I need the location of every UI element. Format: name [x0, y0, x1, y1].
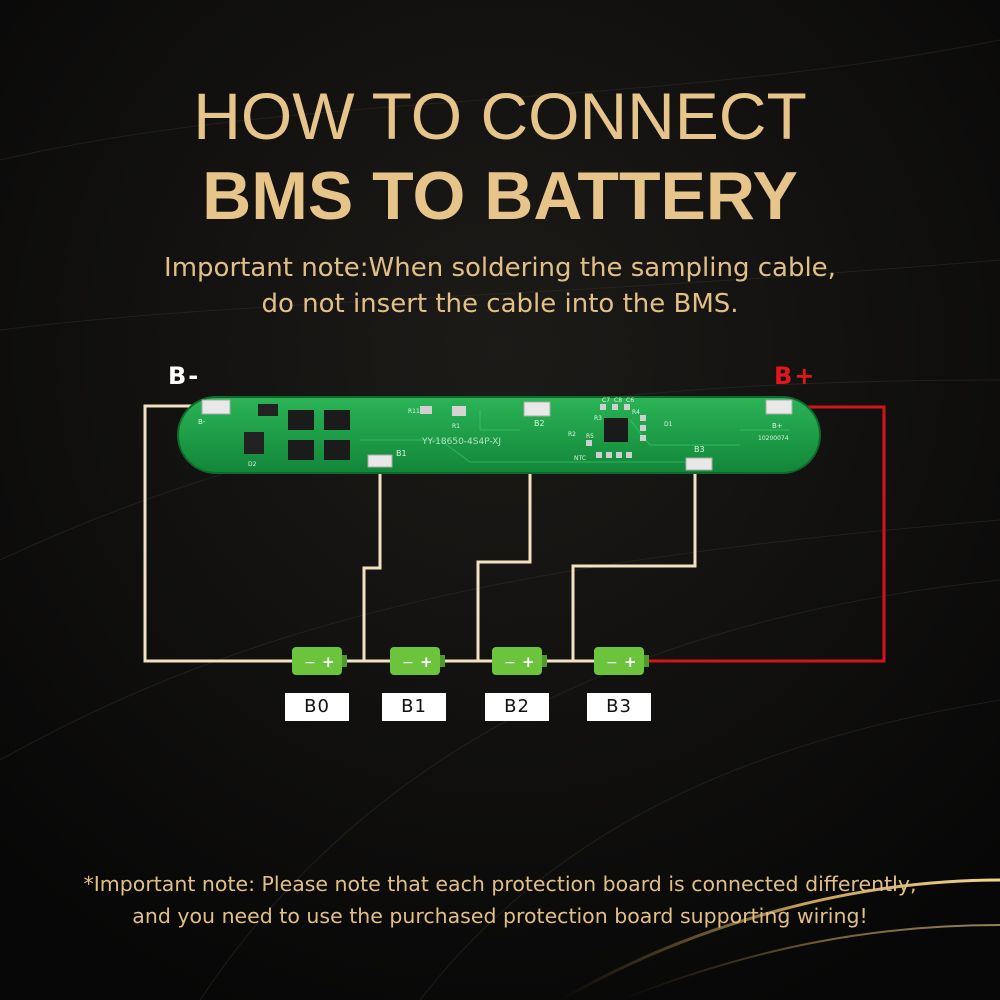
wire-b3: [571, 468, 697, 661]
silk-r5: R5: [586, 433, 594, 440]
pad-b-plus: [765, 399, 793, 415]
title-line1: HOW TO CONNECT: [193, 79, 807, 153]
cell-b3-minus: −: [606, 655, 618, 671]
silk-r11: R11: [408, 408, 420, 415]
cell-b0-plus: +: [322, 653, 335, 671]
silk-b2: B2: [534, 419, 545, 428]
pad-b1: [367, 454, 393, 468]
pad-b3: [685, 457, 713, 471]
silk-r1: R1: [452, 423, 460, 430]
silk-d1: D1: [664, 421, 673, 428]
silk-r3: R3: [594, 415, 602, 422]
protection-ic: [604, 418, 628, 442]
diode: [244, 432, 264, 454]
pad-b-minus: [201, 399, 231, 415]
mosfets: [288, 410, 350, 460]
silk-c8: C8: [614, 397, 622, 404]
top-note-line1: Important note:When soldering the sampli…: [164, 253, 836, 283]
cell-label-b1: B1: [382, 693, 446, 721]
silk-d2: D2: [248, 461, 257, 468]
sampling-wires: [143, 404, 697, 663]
silk-ntc: NTC: [574, 455, 586, 462]
silk-c7: C7: [602, 397, 610, 404]
cell-label-b2: B2: [485, 693, 549, 721]
silk-r4: R4: [632, 409, 640, 416]
cell-b1-plus: +: [420, 653, 433, 671]
bms-board: YY-18650-4S4P-XJ B- B1 B2 B3 B+ R11 R1 R…: [177, 396, 821, 474]
cell-b1: − +: [390, 647, 445, 675]
silk-b-plus: B+: [772, 422, 783, 430]
cell-label-b3: B3: [587, 693, 651, 721]
silk-b1: B1: [396, 449, 407, 458]
top-note: Important note:When soldering the sampli…: [0, 250, 1000, 322]
cell-b2-minus: −: [504, 655, 516, 671]
resistor: [258, 404, 278, 416]
cells: − + − + − + − +: [292, 647, 649, 675]
b-plus-label: B+: [774, 362, 817, 390]
silk-c6: C6: [626, 397, 634, 404]
wire-b2: [476, 412, 532, 661]
pad-b2: [523, 401, 551, 417]
silk-b3: B3: [694, 445, 705, 454]
title-line2: BMS TO BATTERY: [202, 158, 798, 234]
wire-b-minus: [143, 404, 292, 663]
cell-b1-minus: −: [402, 655, 414, 671]
cell-b3: − +: [594, 647, 649, 675]
silk-code: 10200074: [758, 435, 789, 442]
wire-b-plus: [648, 405, 886, 663]
silk-b-minus: B-: [198, 418, 206, 426]
bottom-note: *Important note: Please note that each p…: [0, 868, 1000, 932]
cell-b2-plus: +: [522, 653, 535, 671]
wire-b1: [362, 462, 382, 661]
cell-label-b0: B0: [285, 693, 349, 721]
board-model-text: YY-18650-4S4P-XJ: [421, 437, 501, 447]
bottom-note-line2: and you need to use the purchased protec…: [132, 904, 868, 928]
cell-b3-plus: +: [624, 653, 637, 671]
top-note-line2: do not insert the cable into the BMS.: [261, 289, 739, 319]
b-minus-label: B-: [168, 362, 201, 390]
cell-b0: − +: [292, 647, 347, 675]
cell-b0-minus: −: [304, 655, 316, 671]
silk-r2: R2: [568, 431, 576, 438]
bottom-note-line1: *Important note: Please note that each p…: [83, 872, 917, 896]
cell-b2: − +: [492, 647, 547, 675]
